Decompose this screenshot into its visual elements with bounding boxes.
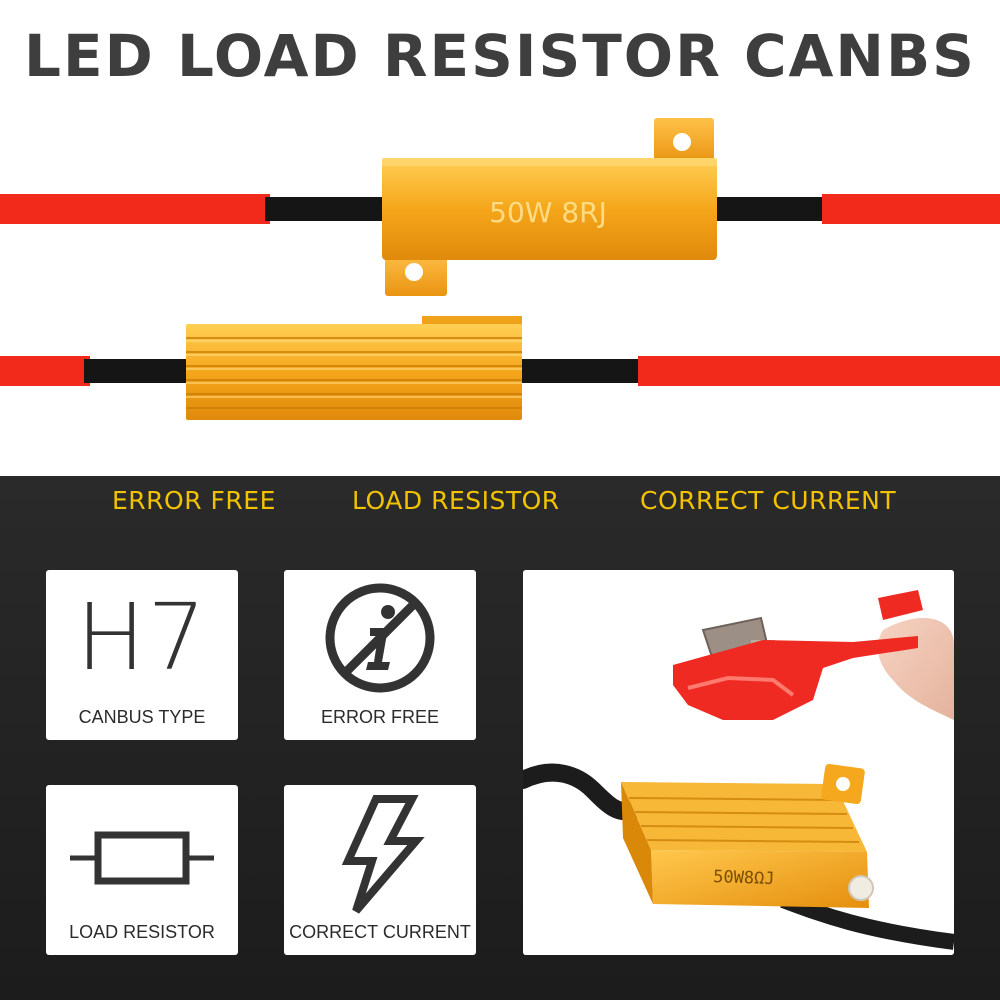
resistor-body-1	[382, 158, 717, 260]
black-wire-right-1	[708, 197, 828, 221]
lightning-bolt-icon	[341, 795, 425, 914]
resistor-photo-marking: 50W8ΩJ	[713, 867, 775, 889]
red-wire-left-1	[0, 194, 270, 224]
card-label: CANBUS TYPE	[78, 707, 206, 727]
product-photo: 50W8ΩJ	[523, 570, 954, 955]
black-wire-left-1	[265, 197, 390, 221]
resistor-photo-body: 50W8ΩJ	[621, 763, 869, 908]
feature-correct-current: CORRECT CURRENT	[640, 486, 897, 515]
black-wire-right-2	[515, 359, 645, 383]
card-label: LOAD RESISTOR	[69, 922, 215, 942]
features-panel: ERROR FREE LOAD RESISTOR CORRECT CURRENT…	[0, 476, 1000, 1000]
red-wire-right-2	[638, 356, 1000, 386]
resistor-body-2	[186, 324, 522, 420]
h7-text: H7	[76, 584, 208, 691]
card-label: CORRECT CURRENT	[289, 922, 471, 942]
card-canbus-type: H7 CANBUS TYPE	[46, 570, 238, 740]
red-wire-left-2	[0, 356, 90, 386]
card-label: ERROR FREE	[320, 707, 439, 727]
product-hero: LED LOAD RESISTOR CANBS 50W 8RJ	[0, 0, 1000, 476]
feature-error-free: ERROR FREE	[112, 486, 276, 515]
black-wire-left-2	[84, 359, 194, 383]
red-wire-right-1	[822, 194, 1000, 224]
installed-resistor-photo: 50W8ΩJ	[523, 570, 954, 955]
card-error-free: ERROR FREE	[284, 570, 476, 740]
card-load-resistor: LOAD RESISTOR	[46, 785, 238, 955]
resistor-marking: 50W 8RJ	[489, 196, 607, 229]
feature-load-resistor: LOAD RESISTOR	[352, 486, 560, 515]
page-title: LED LOAD RESISTOR CANBS	[24, 22, 976, 90]
black-wire	[523, 763, 642, 821]
resistor-symbol-icon	[70, 831, 214, 885]
resistor-product-illustration: 50W 8RJ	[0, 118, 1000, 420]
card-correct-current: CORRECT CURRENT	[284, 785, 476, 955]
no-info-icon	[325, 583, 435, 693]
red-clip-connector	[673, 636, 918, 720]
